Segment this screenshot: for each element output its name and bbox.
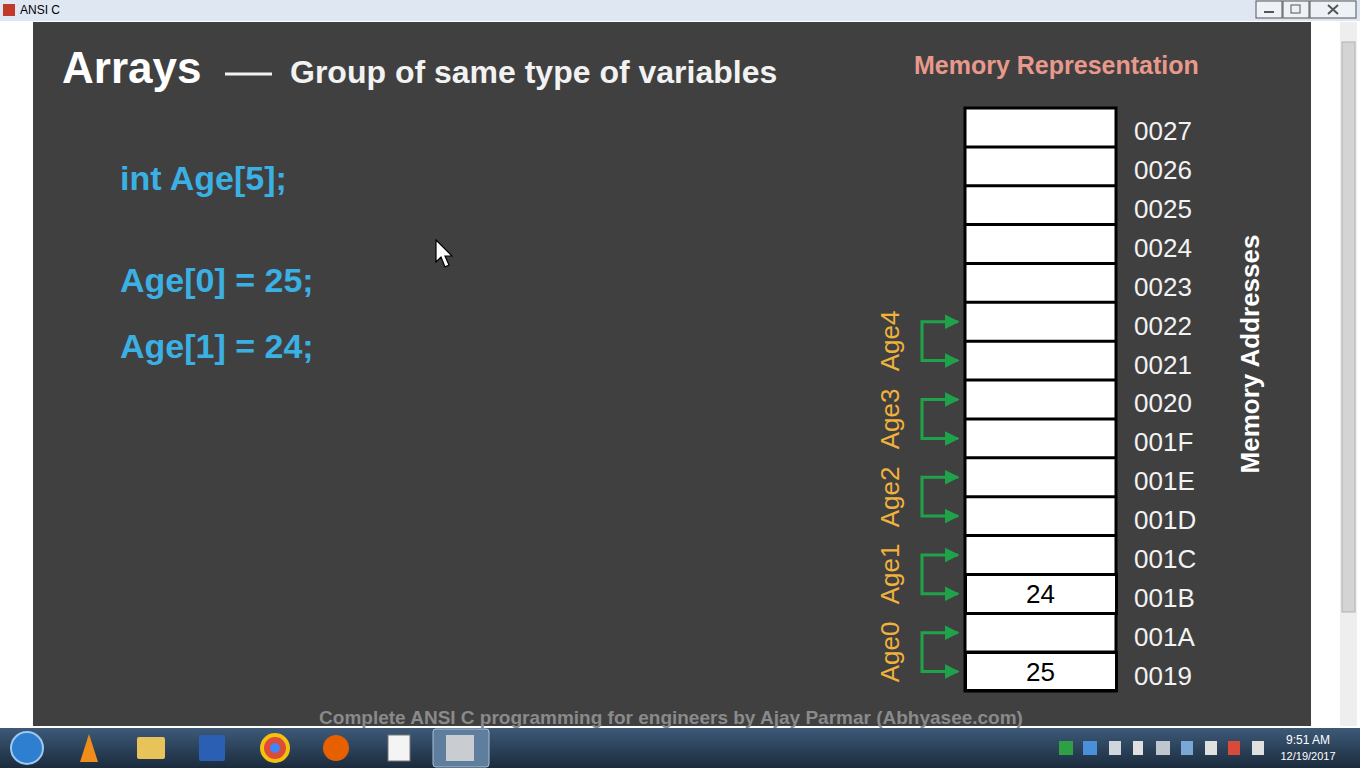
- element-name: Age4: [877, 311, 903, 372]
- cell-divider: [965, 301, 1116, 304]
- word-icon: [199, 735, 225, 761]
- taskbar: [0, 728, 1360, 768]
- element-name: Age3: [877, 389, 903, 450]
- tray-icon: [1228, 741, 1240, 755]
- bracket-arrow: [922, 400, 958, 439]
- memory-cell: 24: [964, 573, 1118, 615]
- memory-address: 0024: [1134, 235, 1192, 261]
- tray-icon: [1181, 741, 1193, 755]
- memory-address: 001B: [1134, 585, 1195, 611]
- minimize-glyph: [1264, 11, 1274, 13]
- clock-time: 9:51 AM: [1286, 734, 1330, 746]
- window-margin: [0, 21, 1360, 728]
- tray-icon: [1252, 741, 1264, 755]
- memory-address: 0020: [1134, 390, 1192, 416]
- memory-address: 001F: [1134, 429, 1193, 455]
- firefox-icon: [323, 735, 349, 761]
- document-icon: [388, 735, 410, 761]
- cell-divider: [965, 417, 1116, 420]
- memory-address: 001C: [1134, 546, 1196, 572]
- tray-icons: [1059, 741, 1264, 755]
- code-line: Age[0] = 25;: [120, 263, 314, 297]
- memory-address: 001D: [1134, 507, 1196, 533]
- tray-icon: [1083, 741, 1097, 755]
- tray-icon: [1205, 741, 1217, 755]
- active-app-button: [433, 729, 489, 767]
- cell-value: 25: [1026, 659, 1055, 685]
- bracket-arrow: [922, 633, 958, 672]
- code-line: int Age[5];: [120, 161, 287, 195]
- cell-value: 24: [1026, 581, 1055, 607]
- memory-address: 0021: [1134, 352, 1192, 378]
- cell-divider: [965, 495, 1116, 498]
- element-name: Age2: [877, 466, 903, 527]
- bracket-arrow: [922, 555, 958, 594]
- mouse-cursor: [436, 240, 452, 267]
- bracket-arrow: [922, 477, 958, 516]
- code-line: Age[1] = 24;: [120, 329, 314, 363]
- memory-address: 0022: [1134, 313, 1192, 339]
- cell-divider: [965, 379, 1116, 382]
- cell-divider: [965, 223, 1116, 226]
- cell-divider: [965, 456, 1116, 459]
- element-name: Age1: [877, 544, 903, 605]
- cell-divider: [965, 145, 1116, 148]
- title-dash: [225, 73, 272, 76]
- memory-address: 0019: [1134, 663, 1192, 689]
- element-name: Age0: [877, 622, 903, 683]
- memory-address: 0027: [1134, 118, 1192, 144]
- memory-address: 0023: [1134, 274, 1192, 300]
- diagram-heading: Memory Representation: [914, 53, 1199, 78]
- scrollbar-track: [1340, 22, 1357, 726]
- restore-button: [1283, 1, 1309, 18]
- memory-address: 0026: [1134, 157, 1192, 183]
- close-button: [1310, 1, 1356, 18]
- memory-address: 001A: [1134, 624, 1195, 650]
- restore-glyph: [1291, 5, 1300, 13]
- window-title: ANSI C: [20, 4, 60, 16]
- close-glyph: [1328, 5, 1338, 14]
- start-orb: [11, 732, 43, 764]
- memory-cell: 25: [964, 651, 1118, 693]
- scrollbar-thumb: [1342, 42, 1355, 612]
- slide-title: Arrays: [62, 46, 201, 90]
- clock-date: 12/19/2017: [1280, 751, 1335, 762]
- tray-icon: [1156, 741, 1170, 755]
- cell-divider: [965, 534, 1116, 537]
- vlc-icon: [80, 734, 98, 762]
- chrome-icon: [262, 735, 288, 761]
- slide-background: [33, 22, 1311, 726]
- tray-icon: [1109, 741, 1121, 755]
- tray-icon: [1059, 741, 1073, 755]
- cell-divider: [965, 340, 1116, 343]
- active-app-icon: [446, 735, 474, 761]
- window-buttons: [1256, 1, 1356, 18]
- bracket-arrow: [922, 322, 958, 361]
- tray-icon: [1133, 741, 1143, 755]
- cell-divider: [965, 184, 1116, 187]
- minimize-button: [1256, 1, 1282, 18]
- axis-label: Memory Addresses: [1237, 235, 1263, 474]
- watermark: Complete ANSI C programming for engineer…: [319, 708, 1023, 727]
- memory-address: 0025: [1134, 196, 1192, 222]
- app-icon: [3, 4, 15, 16]
- memory-address: 001E: [1134, 468, 1195, 494]
- explorer-icon: [137, 737, 165, 759]
- slide-subtitle: Group of same type of variables: [290, 56, 777, 88]
- title-bar: [0, 0, 1360, 21]
- cell-divider: [965, 262, 1116, 265]
- chrome-center: [270, 743, 280, 753]
- element-brackets: [922, 322, 958, 672]
